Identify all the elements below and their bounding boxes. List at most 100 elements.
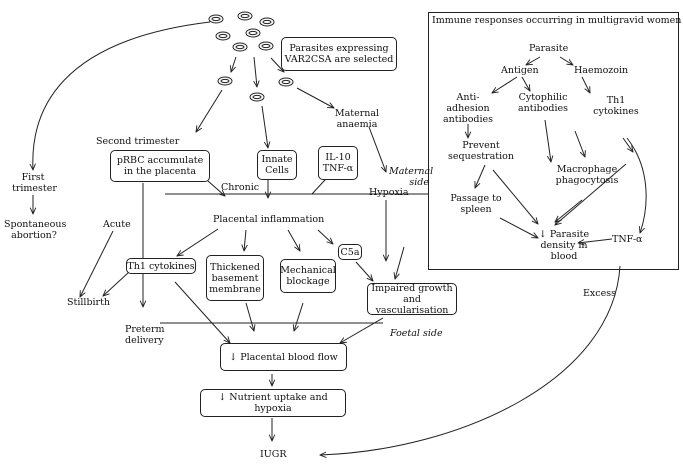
parasite-cell [232,42,248,52]
arrow [492,76,518,93]
arrow [244,229,246,251]
acute-label: Acute [103,219,131,230]
thickened-line2: basement [211,272,259,284]
immune-th1-line1: Th1 [606,95,626,106]
thickened-line3: membrane [209,283,261,295]
first-trimester-label: First trimester [12,172,57,194]
arrow [287,229,300,251]
arrow [80,230,114,297]
anti-adhesion-line3: antibodies [442,114,494,125]
immune-tnf-label: TNF-α [612,234,643,245]
mechanical-blockage-box: Mechanical blockage [280,259,336,293]
preterm-line2: delivery [125,335,164,346]
arrow [555,163,627,225]
th1-cytokines-text: Th1 cytokines [127,260,195,272]
parasites-selected-line2: VAR2CSA are selected [284,54,394,65]
immune-panel-title: Immune responses occurring in multigravi… [432,15,682,26]
arrow [320,265,621,455]
arrow [177,228,219,256]
maternal-anaemia-line2: anaemia [336,119,378,130]
passage-line2: spleen [460,204,492,215]
immune-cytophilic-label: Cytophilic antibodies [511,92,575,114]
cytophilic-line1: Cytophilic [518,92,568,103]
passage-line1: Passage to [450,193,502,204]
arrow [492,169,538,224]
immune-passage-label: Passage to spleen [448,193,504,215]
parasite-cell [208,14,224,24]
nutrient-uptake-box: ↓ Nutrient uptake and hypoxia [200,389,346,417]
stillbirth-label: Stillbirth [67,297,111,308]
maternal-anaemia-label: Maternal anaemia [327,108,387,130]
arrow [231,56,237,72]
immune-response-panel [428,12,679,270]
mechanical-line1: Mechanical [280,265,336,276]
preterm-line1: Preterm [125,324,165,335]
placental-inflammation-label: Placental inflammation [213,214,325,225]
preterm-delivery-label: Preterm delivery [125,324,165,346]
arrow [245,302,254,331]
arrow [196,89,223,132]
immune-anti-adhesion-label: Anti- adhesion antibodies [440,92,496,125]
arrow [174,281,230,343]
immune-th1-line2: cytokines [593,106,639,117]
arrows [33,21,647,455]
parasite-density-line2: density in [540,240,588,251]
thickened-membrane-box: Thickened basement membrane [206,255,264,301]
arrow [355,261,373,281]
parasites-selected-line1: Parasites expressing [289,43,389,54]
immune-macrophage-label: Macrophage phagocytosis [552,164,622,186]
cytophilic-line2: antibodies [517,103,569,114]
innate-line2: Cells [265,165,289,176]
parasite-cell [237,11,253,21]
parasite-cell [215,31,231,41]
arrow [555,199,583,222]
parasite-density-line3: blood [550,251,578,262]
spontaneous-abortion-line1: Spontaneous [4,219,67,230]
arrow [261,105,268,148]
immune-prevent-label: Prevent sequestration [446,140,516,162]
spontaneous-abortion-line2: abortion? [11,230,57,241]
thickened-line1: Thickened [209,261,260,273]
anti-adhesion-line1: Anti- [456,92,480,103]
innate-cells-box: Innate Cells [257,150,297,180]
parasite-cells [208,11,294,102]
c5a-text: C5a [340,246,360,258]
il10-line1: IL-10 [325,152,351,163]
il10-tnf-box: IL-10 TNF-α [318,146,358,180]
parasite-cell [249,92,265,102]
il10-line2: TNF-α [322,163,354,174]
arrow [368,126,386,172]
maternal-side-label: Maternal side [389,166,434,188]
immune-parasite-label: Parasite [529,43,569,54]
prevent-line1: Prevent [462,140,500,151]
macrophage-line1: Macrophage [556,164,618,175]
impaired-line2: and vascularisation [375,293,449,316]
parasite-cell [217,76,233,86]
th1-cytokines-box: Th1 cytokines [126,258,196,274]
innate-line1: Innate [261,154,293,165]
impaired-growth-box: Impaired growth and vascularisation [367,282,457,316]
mechanical-line2: blockage [286,276,330,287]
arrow [317,229,333,244]
arrow [254,56,257,87]
placental-blood-flow-text: ↓ Placental blood flow [229,351,338,363]
maternal-side-line1: Maternal [389,166,434,177]
chronic-label: Chronic [221,182,260,193]
hypoxia-label: Hypoxia [369,187,409,198]
impaired-line1: Impaired growth [371,282,453,294]
first-trimester-line2: trimester [12,183,57,194]
prbc-line1: pRBC accumulate [116,155,204,166]
arrow [544,119,551,162]
arrow [499,217,538,238]
macrophage-line2: phagocytosis [555,175,619,186]
excess-label: Excess [583,288,616,299]
arrow [578,238,613,243]
parasites-selected-box: Parasites expressing VAR2CSA are selecte… [281,37,397,71]
nutrient-uptake-text: ↓ Nutrient uptake and hypoxia [218,392,328,414]
arrow [574,130,585,157]
foetal-side-label: Foetal side [390,328,443,339]
immune-haemozoin-label: Haemozoin [574,65,629,76]
parasite-cell [278,77,294,87]
placental-blood-flow-box: ↓ Placental blood flow [220,343,347,371]
